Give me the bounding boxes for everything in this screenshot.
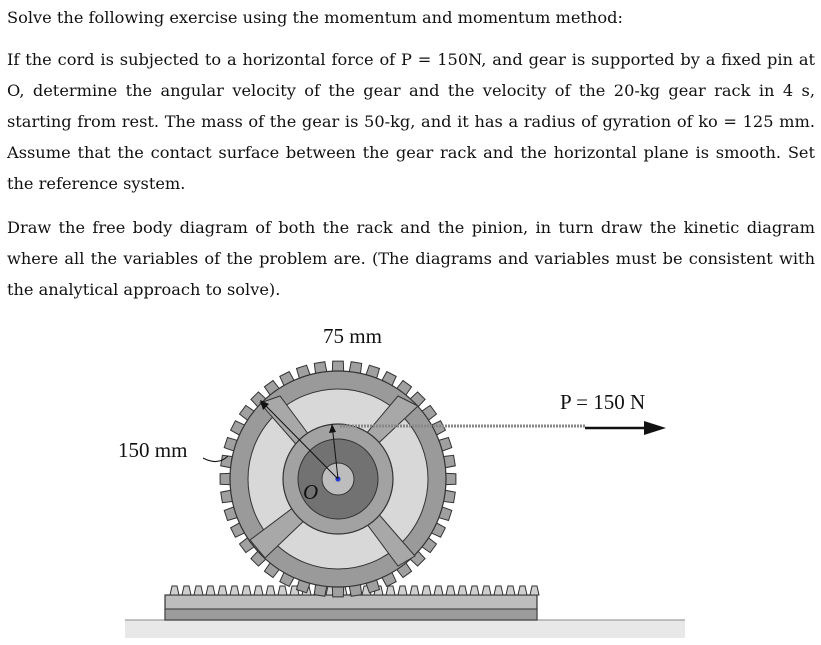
rack-tooth [481,585,492,596]
ground-plane [125,620,685,638]
rack-tooth [265,585,276,596]
task-text: Draw the free body diagram of both the r… [7,218,815,299]
instruction-text: Solve the following exercise using the m… [7,8,623,27]
rack-tooth [193,585,204,596]
rack-tooth [253,585,264,596]
rack-tooth [385,585,396,596]
gear [219,360,457,598]
rack-tooth [445,585,456,596]
rack-tooth [409,585,420,596]
rack-tooth [433,585,444,596]
force-arrow [585,421,666,435]
rack-tooth [229,585,240,596]
rack-tooth [205,585,216,596]
rack-tooth [505,585,516,596]
rack-tooth [493,585,504,596]
rack-tooth [397,585,408,596]
rack-tooth [529,585,540,596]
rack-tooth [421,585,432,596]
inner-radius-label: 75 mm [323,324,382,348]
rack-tooth [217,585,228,596]
rack-tooth [469,585,480,596]
rack-tooth [241,585,252,596]
problem-statement: If the cord is subjected to a horizontal… [7,50,815,193]
rack-tooth [517,585,528,596]
rack-tooth [181,585,192,596]
outer-radius-label: 150 mm [118,438,188,462]
gear-rack [164,585,540,621]
rack-tooth [277,585,288,596]
force-label: P = 150 N [560,390,646,414]
pin-label: O [303,480,319,504]
rack-tooth [169,585,180,596]
gear-rack-figure [125,360,685,638]
rack-tooth [457,585,468,596]
